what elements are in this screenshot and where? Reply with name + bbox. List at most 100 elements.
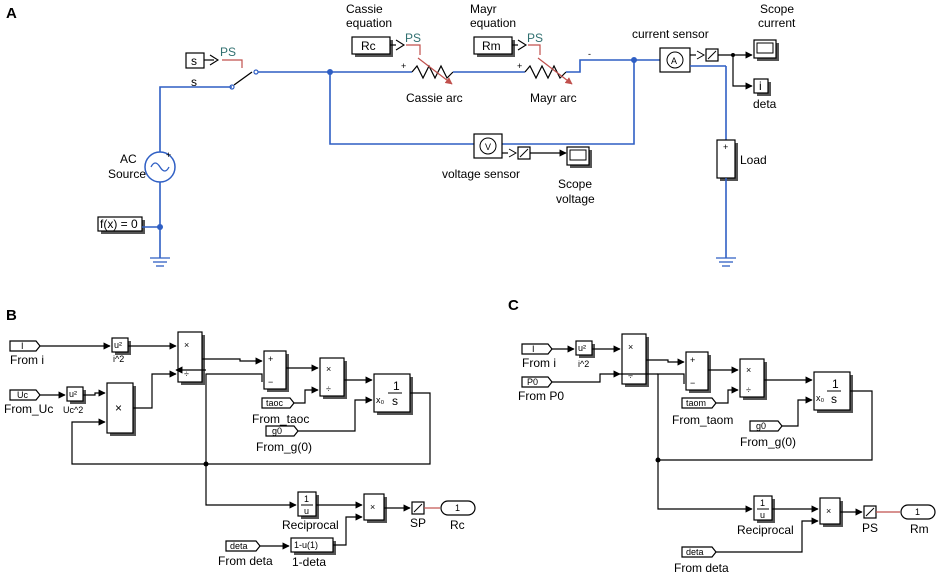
from-g0-tag-c[interactable] [749,420,783,432]
svg-text:x₀: x₀ [376,395,385,405]
svg-text:÷: ÷ [184,369,189,379]
mayr-arc-resistor[interactable] [524,64,567,80]
s-label: s [191,75,197,89]
svg-text:×: × [370,502,375,512]
ps-label-mayr: PS [527,31,543,45]
svg-text:×: × [746,365,751,375]
svg-text:1-u(1): 1-u(1) [294,540,318,550]
svg-text:taom: taom [686,398,706,408]
divide-block-c[interactable] [621,333,647,385]
from-p0-label: From P0 [518,389,564,403]
sine-icon [150,162,170,172]
sum-block[interactable] [263,350,287,390]
rm-output-label: Rm [910,522,929,536]
svg-text:÷: ÷ [628,371,633,381]
rc-output-label: Rc [450,518,465,532]
ac-source-line1: AC [120,152,137,166]
svg-text:s: s [831,392,837,406]
svg-text:u: u [760,510,765,520]
svg-text:u: u [304,506,309,516]
from-taoc-tag[interactable] [261,397,295,409]
from-taom-tag[interactable] [681,397,717,409]
svg-text:V: V [485,142,491,152]
svg-text:deta: deta [230,541,248,551]
from-deta-tag-c[interactable] [681,546,717,558]
svg-text:1: 1 [915,507,920,517]
from-i-label: From i [10,353,44,367]
mayr-arc-label: Mayr arc [530,91,577,105]
from-p0-tag[interactable] [521,376,553,388]
cassie-eq-line1: Cassie [346,2,383,16]
deta-label: deta [753,97,777,111]
ps-converter-icon [209,54,220,66]
svg-text:+: + [268,354,273,364]
scope-icon [569,149,587,161]
svg-text:P0: P0 [527,377,538,387]
rc-output-port[interactable] [440,500,476,516]
svg-text:deta: deta [686,547,704,557]
rm-block-text: Rm [482,39,501,53]
svg-text:g0: g0 [272,426,282,436]
divide-block-c2[interactable] [739,358,765,398]
svg-text:−: − [690,378,695,388]
svg-text:1: 1 [393,379,400,393]
svg-text:1: 1 [304,494,309,504]
multiply-block-out[interactable] [363,493,385,521]
from-i-tag-c[interactable] [521,343,553,355]
current-sensor-label: current sensor [632,27,709,41]
from-g0-label: From_g(0) [256,440,312,454]
from-deta-label-c: From deta [674,561,729,575]
svg-text:u²: u² [578,343,586,353]
from-uc-tag[interactable] [9,389,41,401]
ps-converter-icon [517,39,528,51]
svg-text:−: − [268,377,273,387]
svg-text:×: × [326,364,331,374]
square-block-uc[interactable] [66,386,84,402]
svg-text:×: × [628,342,633,352]
divide-block[interactable] [177,331,203,383]
svg-text:taoc: taoc [266,398,284,408]
square-block-c[interactable] [575,340,593,356]
scope-current-line2: current [758,16,796,30]
ps-label-c: PS [862,521,878,535]
scope-voltage-line1: Scope [558,177,592,191]
i-block-text: i [759,79,762,93]
from-deta-tag[interactable] [225,540,261,552]
from-g0-tag[interactable] [265,425,299,437]
svg-text:1: 1 [832,377,839,391]
uc2-label: Uc^2 [63,405,83,415]
mayr-eq-line2: equation [470,16,516,30]
solver-text: f(x) = 0 [100,217,138,231]
i2-label-c: i^2 [578,359,589,369]
svg-text:×: × [184,340,189,350]
from-i-tag[interactable] [9,340,41,352]
reciprocal-block-c[interactable] [753,495,773,521]
ps-signal-to-switch [222,59,243,68]
sum-block-c[interactable] [685,351,709,391]
mayr-eq-line1: Mayr [470,2,497,16]
divide-block-2[interactable] [319,357,345,397]
ps-converter-icon [395,39,406,51]
svg-text:s: s [392,394,398,408]
load-label: Load [740,153,767,167]
cassie-arc-label: Cassie arc [406,91,463,105]
svg-text:×: × [826,506,831,516]
i2-label: i^2 [113,354,124,364]
s-block-text: s [191,54,197,68]
reciprocal-block[interactable] [297,491,317,517]
svg-text:I: I [532,344,535,354]
solver-config-block[interactable] [97,216,143,232]
rm-output-port[interactable] [900,504,936,520]
switch-blade[interactable] [233,71,253,86]
square-block-i[interactable] [111,337,129,353]
ps-label-cassie: PS [405,31,421,45]
svg-text:u²: u² [69,389,77,399]
from-deta-label: From deta [218,554,273,568]
reciprocal-label: Reciprocal [282,518,339,532]
i-output-block[interactable] [753,78,769,94]
cassie-arc-resistor[interactable] [411,64,454,80]
scope-icon [756,42,774,54]
multiply-block-out-c[interactable] [819,497,841,525]
svg-text:Uc: Uc [17,390,28,400]
